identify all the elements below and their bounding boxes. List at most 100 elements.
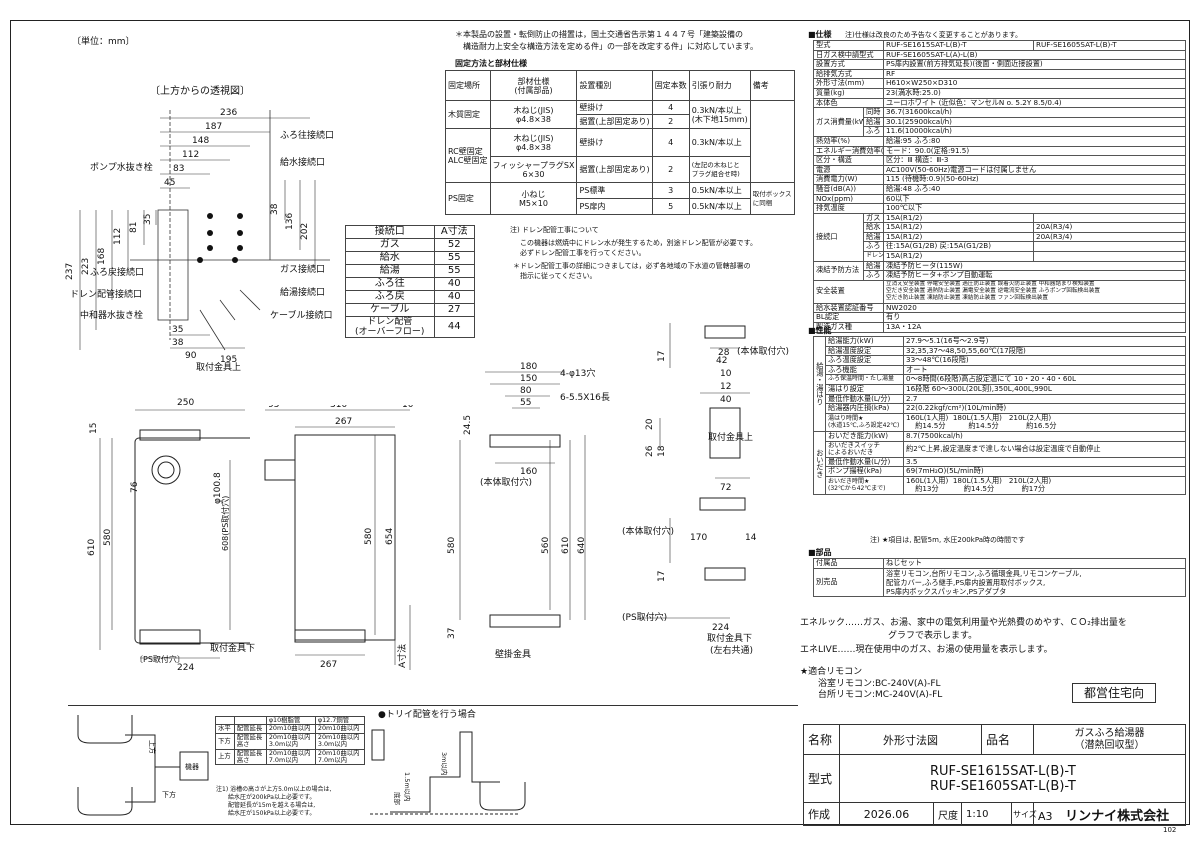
safety-line: 立消え安全装置 停電安全装置 過圧防止装置 誤着火防止装置 中和器詰まり検知装置 [886,280,1095,287]
install-note-line1: ＊本製品の設置・転倒防止の措置は，国土交通省告示第１４４７号「建築設備の [455,30,743,39]
diag-bottom: 底部 [393,792,402,806]
safety-line: 空だき防止装置 凍結防止装置 凍結防止装置 ファン回転検出装置 [886,295,1048,302]
conn-val: 55 [433,264,476,278]
bottom-divider [68,705,798,826]
dim-bottom-3: 195 [220,355,237,365]
dim-bottom-2: 90 [185,351,197,361]
tb-size-company: A3 リンナイ株式会社 [1033,802,1187,826]
side-dim-654: 654 [385,528,395,545]
spec-label: 日ガス検中請型式 [812,49,885,61]
dim-right-1: 136 [285,213,295,230]
br-common-label: (左右共通) [710,646,754,656]
br-bottom-label: 取付金具下 [707,634,753,644]
front-ps-label: 〔PS取付穴〕 [135,655,185,664]
diag-body: 機器 [185,762,199,771]
pipe-note-0: 注1) 浴槽の高さが上方5.0m以上の場合は, [216,786,332,793]
fix-h1: 部材仕様 (付属部品) [489,70,578,101]
title-block: 名称 外形寸法図 品名 ガスふろ給湯器 （潜熱回収型） 型式 RUF-SE161… [803,724,1187,826]
front-dim-224: 224 [177,663,194,673]
bd-14: 14 [745,533,757,543]
parts-table: 付属品ねじセット 別売品浴室リモコン,台所リモコン,ふろ循環金具,リモコンケーブ… [813,558,1186,597]
perf-label: ポンプ揚程(kPa) [825,466,904,477]
perf-label: 湯はり設定 [825,383,904,395]
tb-made-label: 作成 [803,802,840,826]
bd-72: 72 [720,483,731,493]
spec-value: 13A・12A [883,321,1187,333]
fix-h4: 引張り耐力 [688,70,751,101]
spec-value: 15A(R1/2) [883,251,1035,262]
bd-28: 28 [718,348,730,358]
front-view-drawing: 250 15 610 580 608(PS取付穴) 76 224 φ100.8 [87,398,250,673]
bd-224: 224 [712,623,729,633]
perf-label: 給湯器内圧損(kPa) [825,403,904,414]
spec-label: 凍結予防方法 [813,260,864,281]
dim-left-4: 81 [129,222,139,233]
wall-bracket-drawing: 180 150 80 55 160 24.5 580 560 610 640 3… [447,362,610,639]
conn-name: 給水 [345,251,435,265]
wb-dim-245: 24.5 [463,415,473,435]
spec-value: 15A(R1/2) [883,212,1035,224]
side-view-drawing: 95 310 10 267 580 654 267 A寸法 [264,405,414,670]
perf-value: 約2℃上昇,設定温度まで達しない場合は設定温度で自動停止 [903,440,1186,458]
spec-value: 15A(R1/2) [883,231,1035,243]
spec-label: 給排気方式 [812,68,885,80]
perf-label: ふろ温度設定 [825,355,904,366]
wb-dim-160: 160 [520,467,537,477]
dim-top-1: 187 [205,122,222,132]
spec-label: 安全装置 [812,279,885,304]
spec-value: 往:15A(G1/2B) 戻:15A(G1/2B) [883,241,1035,253]
perf-value: 3.5 [903,456,1186,468]
pipe-note-1: 給水圧が200kPa以上必要です。 [216,794,316,801]
conn-name: ガス [345,238,435,252]
spec-value: RF [883,68,1187,80]
perf-value: 27.9〜5.1(16号〜2.9号) [903,336,1186,347]
dim-left-1: 223 [81,258,91,275]
side-dim-10: 10 [402,405,414,410]
front-dim-610: 610 [87,539,97,556]
br-ps-holes: (PS取付穴) [622,613,668,623]
dim-left-3: 112 [113,228,123,245]
fix-cell: 木質固定 [445,100,491,129]
parts-title: ■部品 [808,548,832,557]
tb-name-label: 名称 [803,724,840,755]
spec-value: AC100V(50-60Hz)電源コードは付属しません [883,164,1187,176]
fix-cell: 壁掛け [576,100,653,115]
conn-name: 給湯 [345,264,435,278]
wb-dim-55: 55 [520,398,531,408]
remote-title: ★適合リモコン [800,667,863,677]
fix-cell: 木ねじ(JIS) φ4.8×38 [489,100,578,129]
spec-value [1033,241,1187,253]
parts-value: ねじセット [883,558,1186,569]
perf-label: ふろ機能 [825,364,904,376]
fix-h0: 固定場所 [445,70,491,101]
spec-label: 電源 [812,164,885,176]
fix-cell: (左記の木ねじと プラグ組合せ時) [688,156,751,183]
tb-size-label: サイズ [1010,802,1037,826]
fix-cell: 3 [651,182,690,199]
perf-side-b: おいだき [813,430,826,495]
tb-size: A3 [1038,809,1053,823]
conn-name: ふろ往 [345,277,435,291]
remote-kitchen: 台所リモコン:MC-240V(A)-FL [818,690,943,700]
fix-h3: 固定本数 [651,70,690,101]
pipe-cell: 水平 [215,724,235,734]
tb-date: 2026.06 [839,802,934,826]
perf-value: 16段階 60〜300L(20L刻),350L,400L,990L [903,383,1186,395]
front-bottom-bracket-label: 取付金具下 [210,644,256,654]
fix-cell: フィッシャープラグSX 6×30 [489,156,578,183]
spec-value: 20A(R3/4) [1033,231,1187,243]
fix-cell: RC壁固定 ALC壁固定 [445,128,491,183]
perf-label: おいだきスイッチ によるおいだき [825,440,904,458]
fix-cell: 取付ボックス に同梱 [749,182,795,215]
perf-label: ふろ保温時間・たし湯量 [825,374,904,385]
spec-value: PS扉内設置(前方排気延長)(後面・側面近接設置) [883,59,1187,70]
wb-dim-150: 150 [520,374,537,384]
spec-value: 11.6(10000kcal/h) [883,126,1187,137]
front-dim-608: 608(PS取付穴) [220,496,230,551]
safety-line: 空だき安全装置 過熱防止装置 漏電安全装置 逆電流安全装置 ふろポンプ回転検出装… [886,288,1100,295]
perf-side-a: 給湯・湯はり [813,336,826,432]
dim-top-0: 236 [220,108,237,118]
